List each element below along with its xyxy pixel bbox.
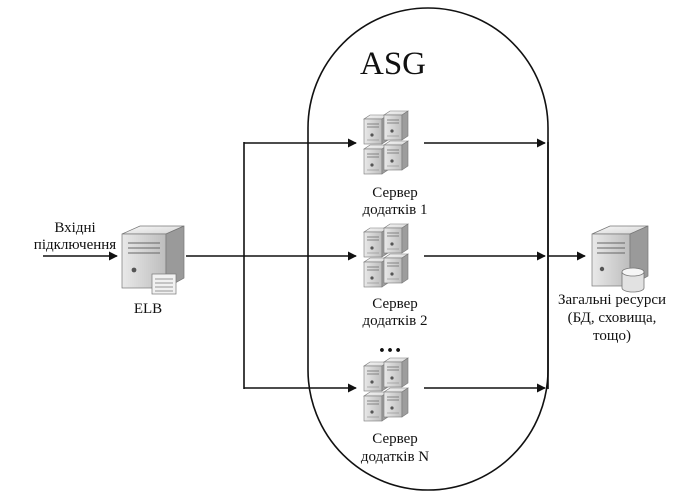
- server-stack-icon: [364, 358, 408, 421]
- server-n-label-line2: додатків N: [361, 449, 429, 465]
- server-n-label-line1: Сервер: [372, 431, 418, 447]
- shared-label-line2: (БД, сховища,: [568, 310, 657, 326]
- server-stack-icon: [364, 224, 408, 287]
- asg-title: ASG: [360, 46, 426, 82]
- shared-label-line3: тощо): [593, 328, 631, 344]
- server-2-label-line1: Сервер: [372, 296, 418, 312]
- incoming-label-line1: Вхідні: [54, 220, 95, 236]
- database-server-icon: [591, 225, 649, 293]
- server-1-label-line2: додатків 1: [363, 202, 428, 218]
- load-balancer-server-icon: [121, 225, 185, 295]
- server-stack-icon: [364, 111, 408, 174]
- incoming-label-line2: підключення: [34, 237, 116, 253]
- ellipsis: …: [378, 332, 402, 358]
- server-2-label-line2: додатків 2: [363, 313, 428, 329]
- asg-group-border: [307, 7, 549, 491]
- server-1-label-line1: Сервер: [372, 185, 418, 201]
- elb-label: ELB: [134, 301, 162, 317]
- shared-label-line1: Загальні ресурси: [558, 292, 666, 308]
